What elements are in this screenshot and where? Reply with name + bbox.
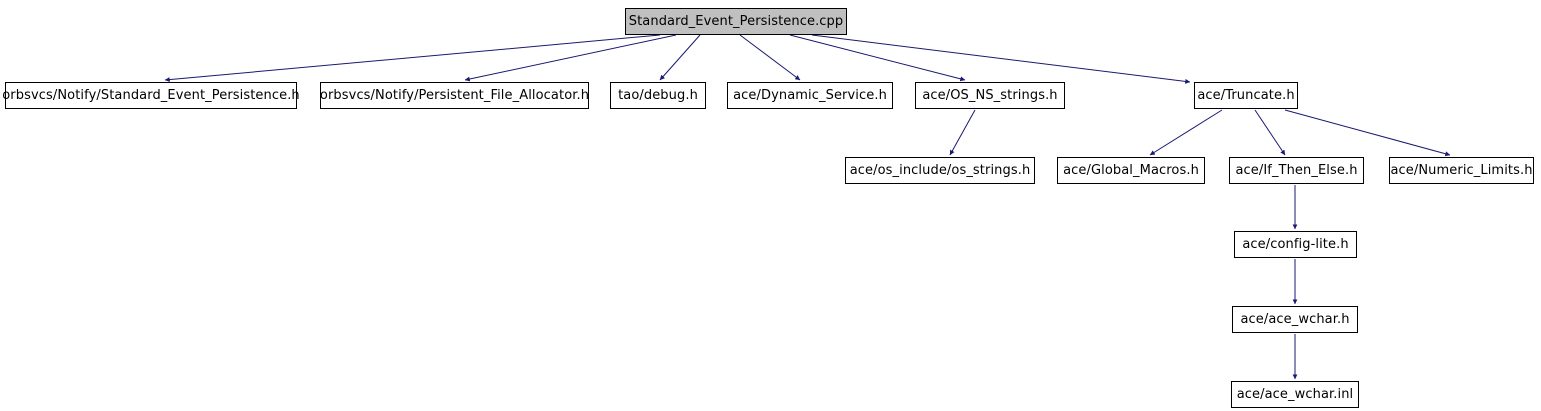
graph-node-label: ace/config-lite.h (1242, 237, 1349, 252)
graph-node-n1[interactable]: orbsvcs/Notify/Standard_Event_Persistenc… (2, 82, 300, 109)
edge-n6-to-n9 (1254, 109, 1286, 156)
graph-node-label: ace/os_include/os_strings.h (849, 163, 1031, 178)
graph-node-label: ace/OS_NS_strings.h (922, 88, 1058, 103)
graph-node-label: ace/Truncate.h (1197, 88, 1295, 103)
graph-node-label: ace/Global_Macros.h (1063, 163, 1199, 178)
graph-node-n12[interactable]: ace/ace_wchar.h (1232, 306, 1358, 333)
edge-n6-to-n8 (1149, 109, 1223, 156)
graph-node-n8[interactable]: ace/Global_Macros.h (1057, 157, 1205, 184)
edge-root-to-n3 (659, 34, 701, 81)
graph-node-label: Standard_Event_Persistence.cpp (628, 14, 844, 29)
graph-node-label: ace/ace_wchar.h (1240, 312, 1350, 327)
graph-node-label: ace/ace_wchar.inl (1236, 387, 1354, 402)
graph-node-label: tao/debug.h (618, 88, 698, 103)
edge-root-to-n2 (464, 34, 677, 82)
graph-node-n3[interactable]: tao/debug.h (610, 82, 706, 109)
edge-n5-to-n7 (949, 109, 976, 156)
edge-root-to-n6 (811, 34, 1191, 84)
graph-node-n5[interactable]: ace/OS_NS_strings.h (915, 82, 1065, 109)
edge-root-to-n5 (789, 34, 966, 82)
graph-node-n6[interactable]: ace/Truncate.h (1194, 82, 1298, 109)
edge-root-to-n4 (739, 34, 801, 81)
graph-node-n9[interactable]: ace/If_Then_Else.h (1229, 157, 1364, 184)
edge-root-to-n1 (164, 34, 661, 83)
graph-node-n13[interactable]: ace/ace_wchar.inl (1231, 381, 1359, 408)
graph-node-n2[interactable]: orbsvcs/Notify/Persistent_File_Allocator… (320, 82, 589, 109)
graph-node-label: orbsvcs/Notify/Standard_Event_Persistenc… (2, 88, 300, 103)
graph-node-label: ace/If_Then_Else.h (1235, 163, 1358, 178)
graph-node-n7[interactable]: ace/os_include/os_strings.h (845, 157, 1035, 184)
edge-n6-to-n10 (1284, 109, 1451, 157)
graph-node-n11[interactable]: ace/config-lite.h (1234, 231, 1357, 258)
graph-node-root[interactable]: Standard_Event_Persistence.cpp (625, 8, 847, 35)
graph-node-n4[interactable]: ace/Dynamic_Service.h (727, 82, 893, 109)
graph-node-label: orbsvcs/Notify/Persistent_File_Allocator… (319, 88, 590, 103)
graph-node-n10[interactable]: ace/Numeric_Limits.h (1389, 157, 1534, 184)
graph-node-label: ace/Dynamic_Service.h (733, 88, 887, 103)
graph-node-label: ace/Numeric_Limits.h (1390, 163, 1533, 178)
